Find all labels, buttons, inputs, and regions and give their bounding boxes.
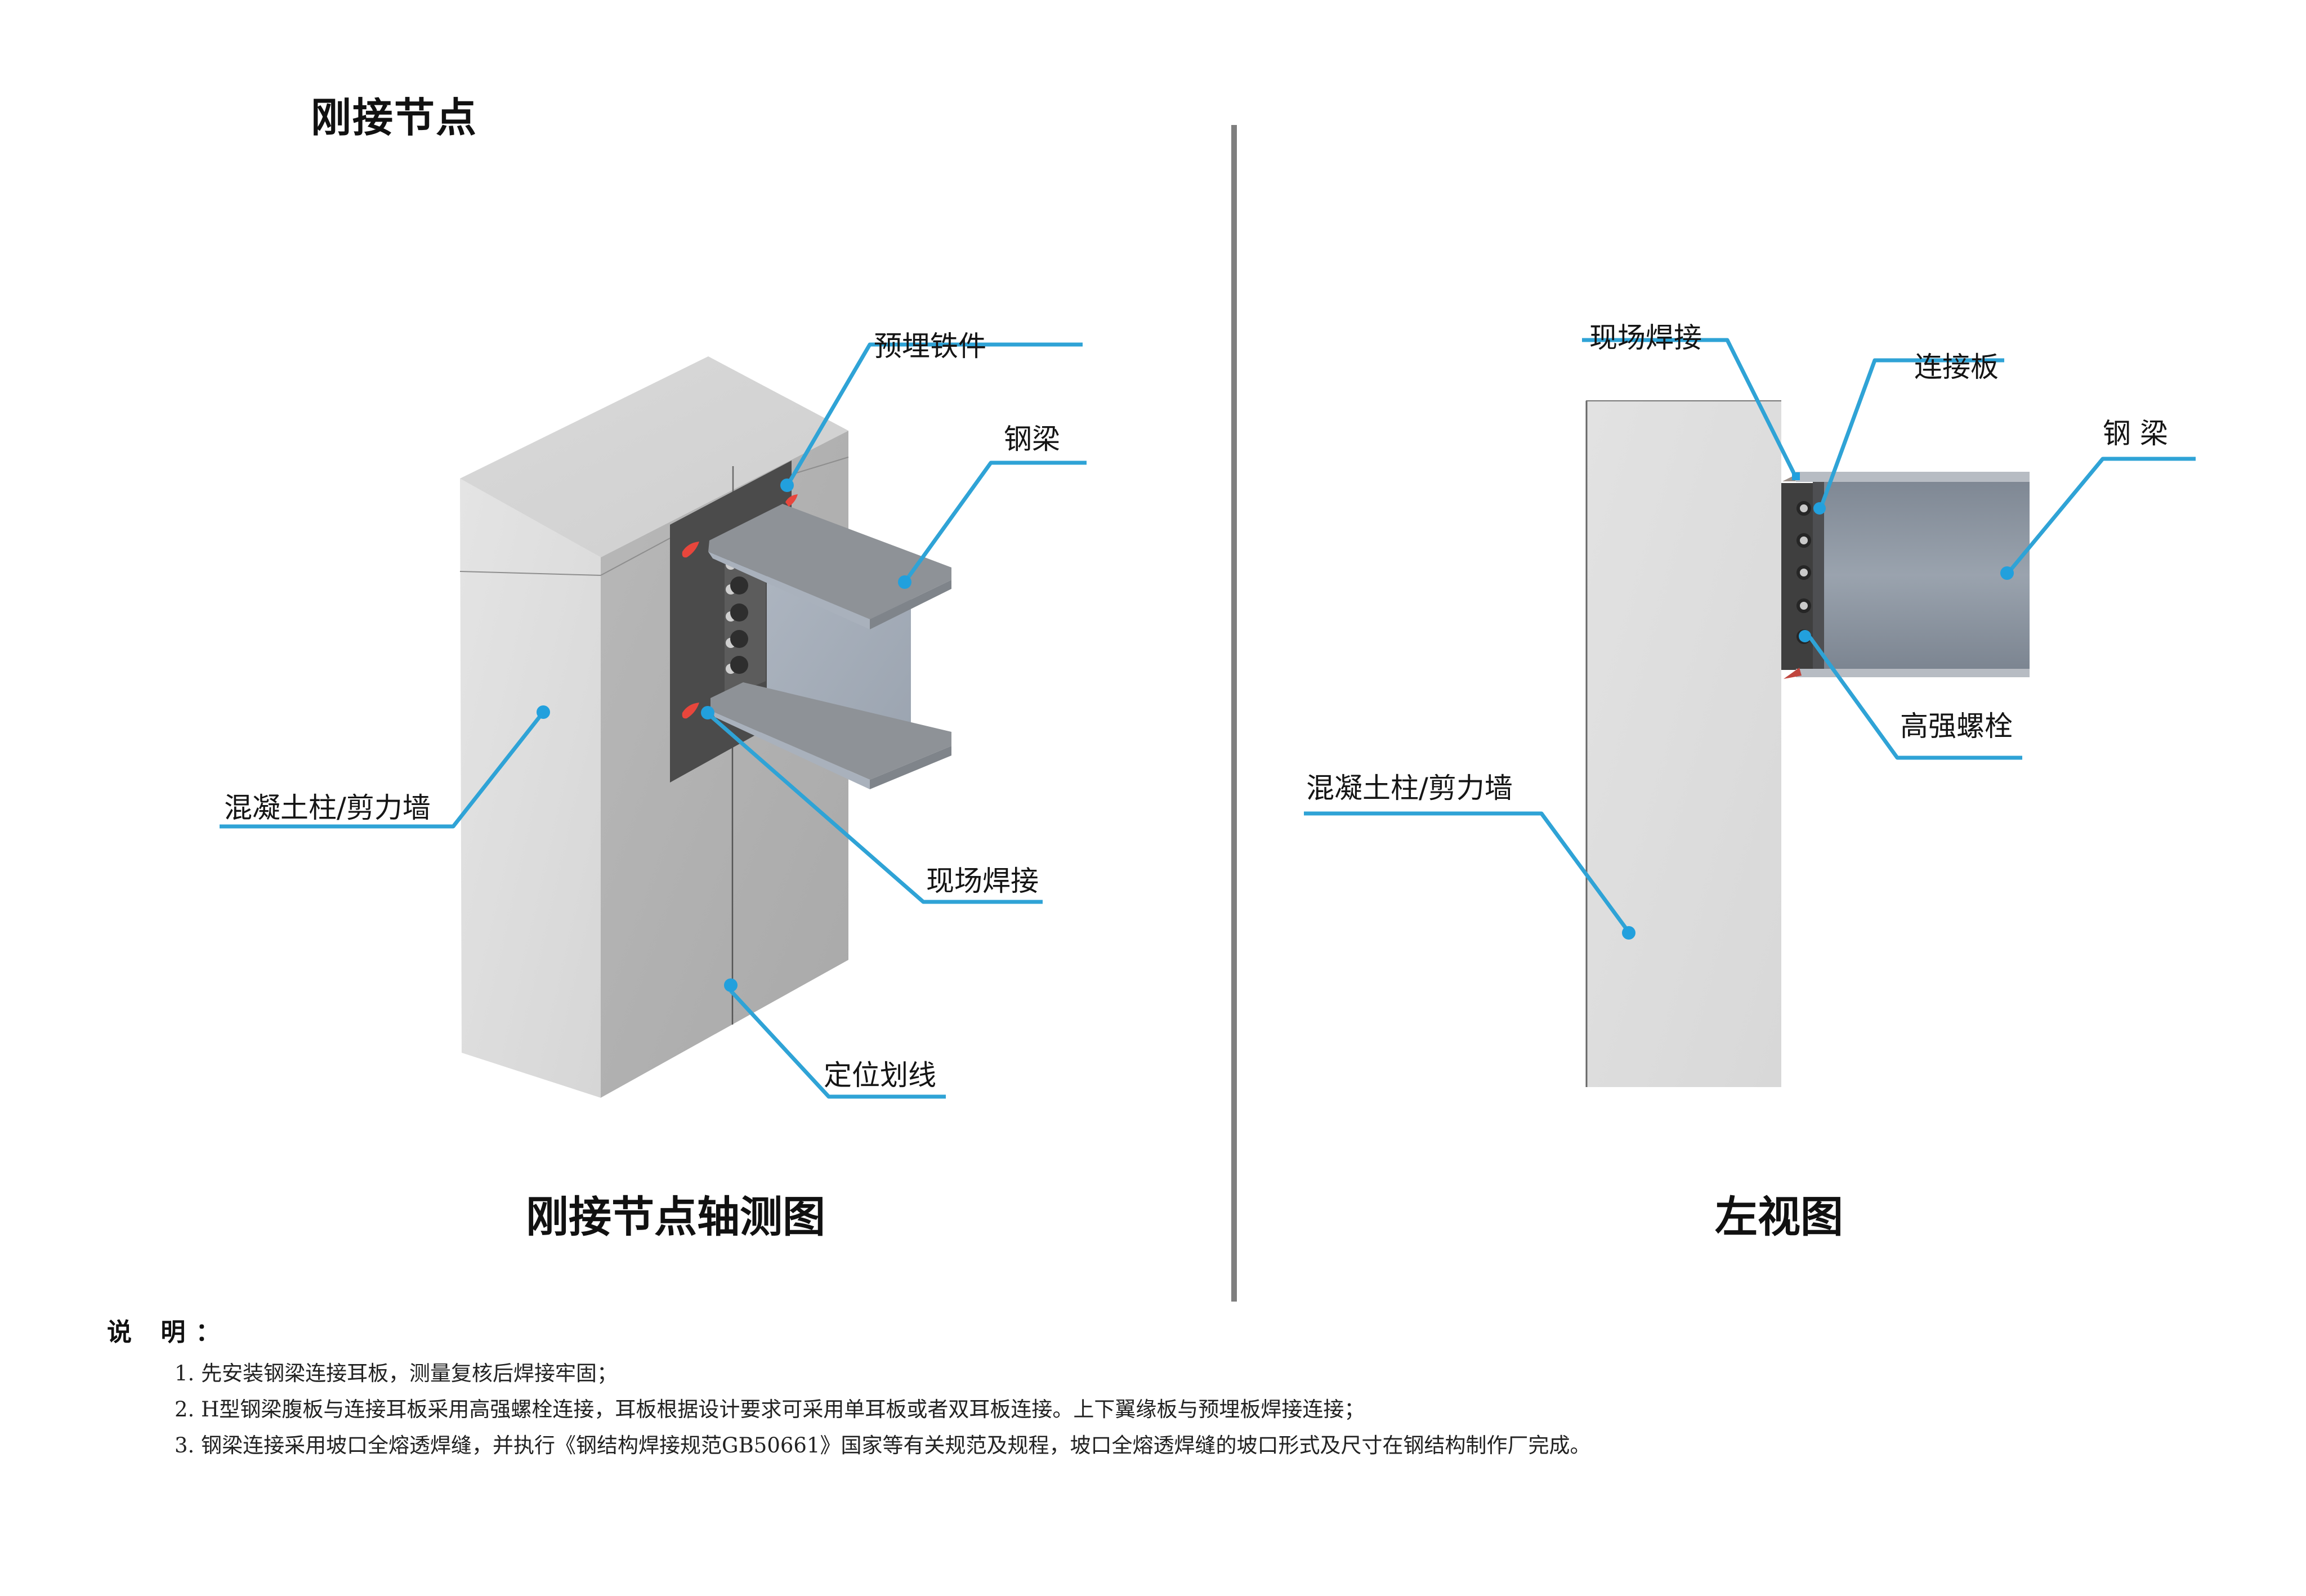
left-view-drawing (1304, 338, 2196, 1087)
view-divider (1231, 125, 1237, 1302)
callout-dots-side (1622, 472, 2014, 940)
weld-mark-bottom-side (1784, 668, 1802, 679)
notes-section: 说 明： 1. 先安装钢梁连接耳板，测量复核后焊接牢固； 2. H型钢梁腹板与连… (107, 1312, 1591, 1464)
callout-label-site-weld: 现场焊接 (926, 865, 1039, 897)
beam-web-side (1824, 482, 2030, 669)
note-item: 2. H型钢梁腹板与连接耳板采用高强螺栓连接，耳板根据设计要求可采用单耳板或者双… (175, 1397, 1365, 1421)
beam-top-flange-side (1796, 472, 2030, 482)
callout-label-connection-plate: 连接板 (1914, 351, 1999, 383)
callout-label-concrete-column-side: 混凝土柱/剪力墙 (1306, 772, 1513, 804)
page-title: 刚接节点 (311, 93, 478, 141)
callout-label-steel-beam: 钢梁 (1004, 423, 1060, 455)
callout-label-embedded-steel: 预埋铁件 (874, 330, 986, 363)
left-view-caption: 左视图 (1715, 1192, 1843, 1242)
isometric-view-caption: 刚接节点轴测图 (526, 1192, 825, 1242)
callout-label-site-weld-side: 现场焊接 (1589, 321, 1702, 354)
callout-dots-iso (537, 479, 911, 992)
callout-lines-side (1304, 338, 2196, 935)
callout-lines-iso (220, 342, 1087, 1099)
note-item: 1. 先安装钢梁连接耳板，测量复核后焊接牢固； (175, 1361, 618, 1385)
steel-beam-iso (708, 504, 951, 789)
weld-marks-iso (682, 494, 798, 719)
notes-title: 说 明： (107, 1318, 231, 1347)
callout-label-high-strength-bolt: 高强螺栓 (1900, 710, 2013, 743)
callout-label-layout-line: 定位划线 (824, 1059, 936, 1092)
beam-bottom-flange-side (1796, 669, 2030, 677)
callout-label-steel-beam-side: 钢 梁 (2103, 417, 2168, 450)
note-item: 3. 钢梁连接采用坡口全熔透焊缝，并执行《钢结构焊接规范GB50661》国家等有… (175, 1433, 1591, 1458)
isometric-drawing (220, 342, 1087, 1099)
callout-label-concrete-column: 混凝土柱/剪力墙 (224, 792, 431, 824)
notes-list: 1. 先安装钢梁连接耳板，测量复核后焊接牢固； 2. H型钢梁腹板与连接耳板采用… (175, 1356, 1591, 1464)
concrete-column-side (1586, 401, 1781, 1087)
